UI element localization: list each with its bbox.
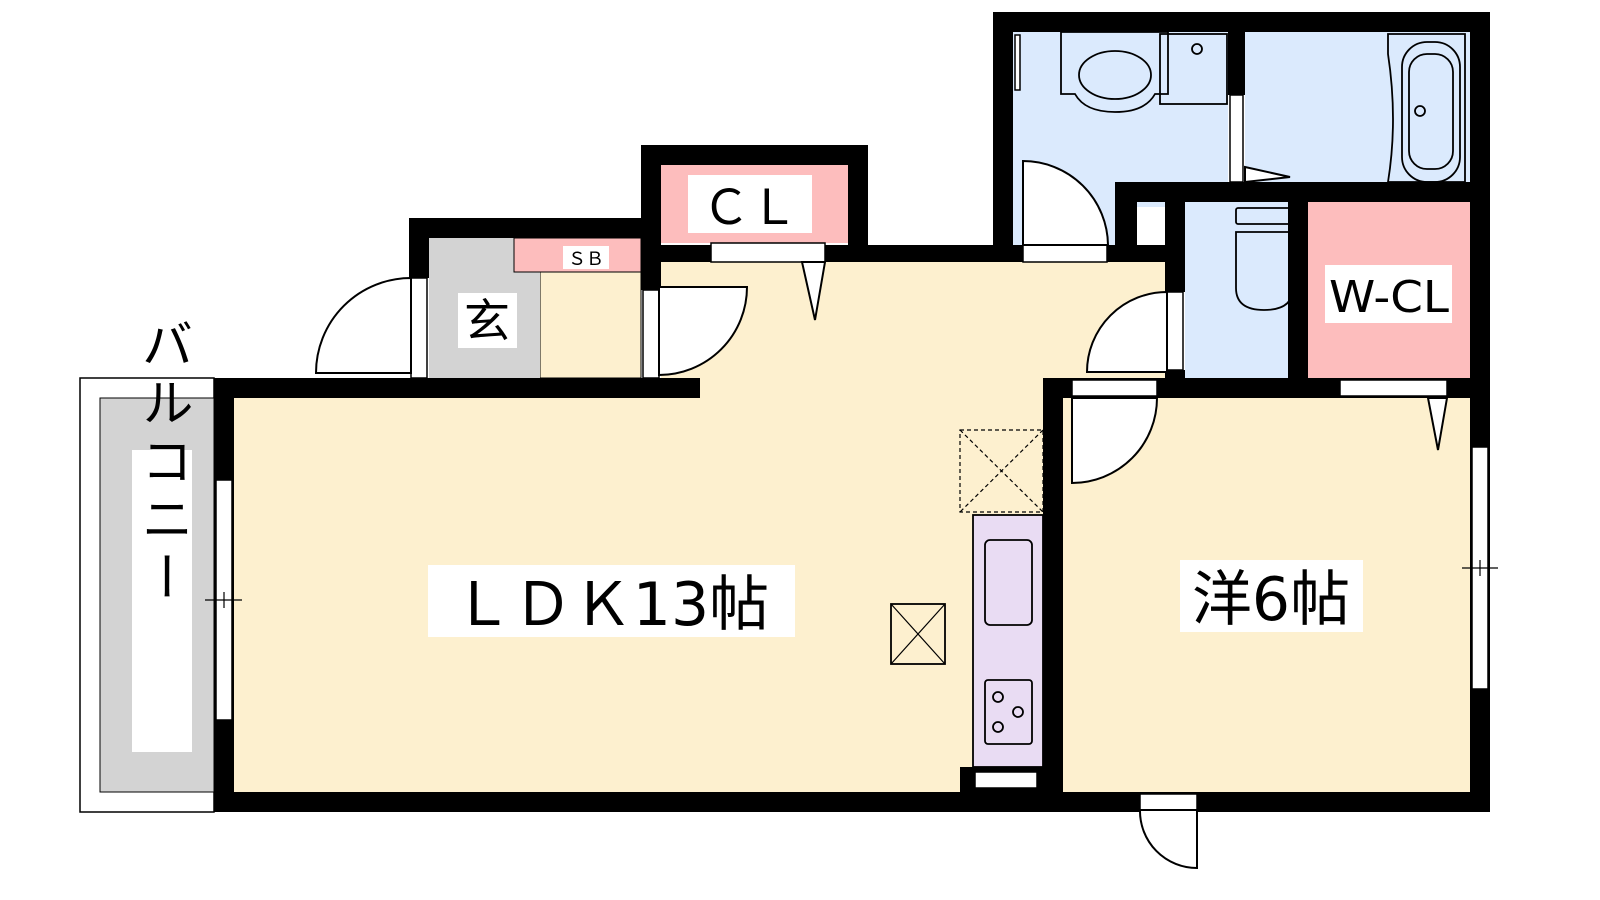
vanity-icon [1060,31,1169,113]
balcony-label: バルコニー [132,318,192,603]
closet-fold-door-icon [800,261,827,321]
hall-door-slot [642,289,660,379]
washroom-door-icon [1022,159,1110,246]
fixtures [890,31,1466,768]
bottom-door-icon [1138,809,1198,870]
sink-bowl-icon [1078,50,1152,100]
ldk-label: ＬＤＫ13帖 [453,570,769,640]
wcl-fold-door-icon [1426,397,1449,451]
toilet-door-slot [1166,291,1184,371]
kitchen-sink-icon [984,539,1033,626]
door-swings [314,159,1449,870]
kitchen-end [974,771,1038,789]
stove-icon [984,679,1033,745]
western-door-slot [1071,379,1158,397]
washroom-door-slot [1022,244,1108,263]
toilet-bowl-icon [1235,231,1294,311]
bath-door-slot [1229,94,1244,183]
entrance-door-slot [410,277,428,379]
labels: ＬＤＫ13帖 洋6帖 ＣＬ W-CL 玄 ＳＢ バルコニー [132,175,1452,752]
closet-label: ＣＬ [702,180,798,236]
western-room-label: 洋6帖 [1192,565,1350,635]
washroom-window [1014,34,1021,91]
wcl-door-slot [1339,379,1448,397]
hall-floor [539,271,642,379]
pipe-space [1137,207,1165,245]
bathroom-floor [1245,32,1470,182]
laundry-pan-icon [1159,33,1228,105]
walk-in-closet-label: W-CL [1329,272,1450,323]
shoe-box-label: ＳＢ [568,249,604,270]
column-icon [890,603,946,665]
entrance-label: 玄 [464,294,510,348]
hall-door-icon [658,286,749,377]
bottom-door-slot [1139,793,1198,811]
refrigerator-space [959,429,1044,513]
toilet-tank-icon [1235,207,1294,225]
window-marks [205,560,1498,608]
bathtub-icon [1386,33,1466,183]
entrance-door-icon [314,276,412,374]
toilet-door-icon [1085,290,1168,373]
ldk-upper-floor [661,262,1165,398]
western-door-icon [1071,397,1159,485]
bath-fold-door-icon [1244,165,1291,184]
closet-door-slot [710,242,826,263]
